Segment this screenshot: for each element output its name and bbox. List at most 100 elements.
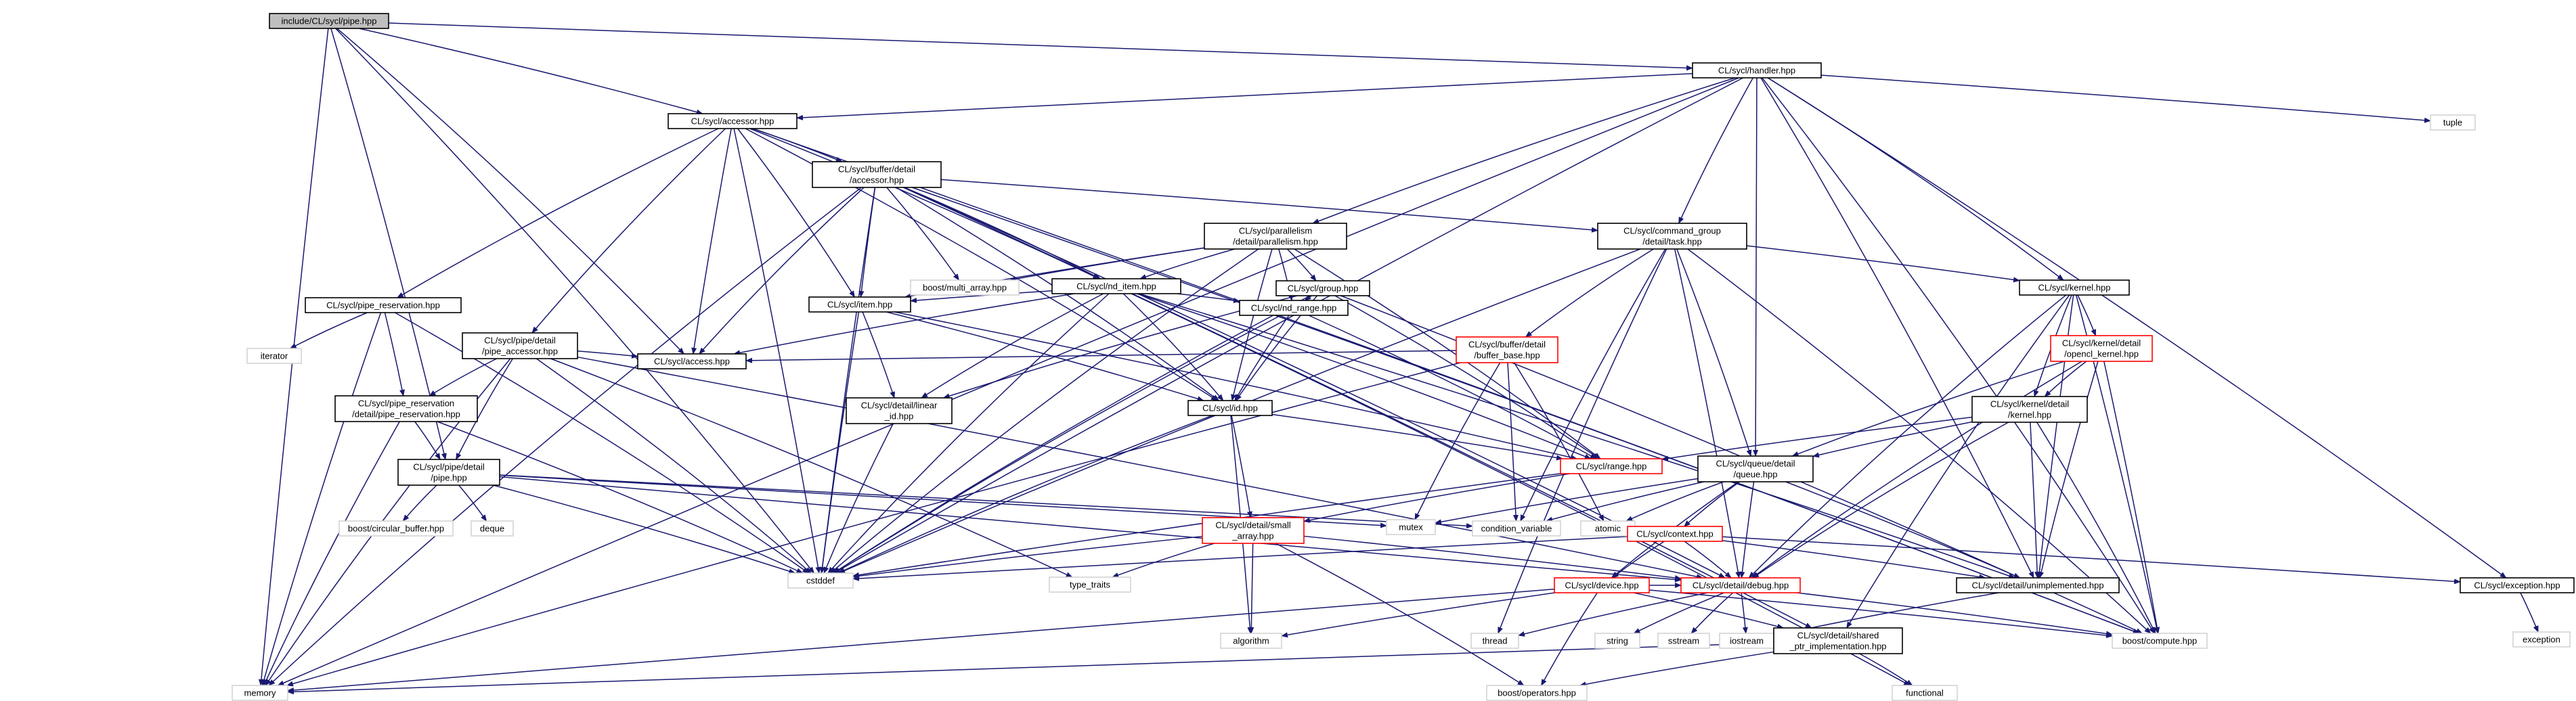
edge-device-to-boost_operators <box>1540 592 1598 686</box>
edge-group-to-unimplemented <box>1340 295 2021 579</box>
node-small_array[interactable]: CL/sycl/detail/small_array.hpp <box>1202 517 1305 544</box>
edge-buf_accessor-to-boost_compute <box>912 187 2140 634</box>
edge-queue_detail-to-atomic <box>1625 481 1724 522</box>
node-label-pipe_detail-line-0: CL/sycl/pipe/detail <box>413 462 485 472</box>
edge-id-to-cstddef <box>837 415 1213 574</box>
node-handler[interactable]: CL/sycl/handler.hpp <box>1692 62 1822 78</box>
edge-nd_item-to-item <box>910 290 1053 303</box>
edge-queue_detail-to-context <box>1683 481 1740 527</box>
edge-small_array-to-cstddef <box>852 535 1203 579</box>
edge-buffer_base-to-atomic <box>1514 362 1604 522</box>
edge-handler-to-boost_compute <box>1762 77 2155 634</box>
node-buf_accessor[interactable]: CL/sycl/buffer/detail/accessor.hpp <box>812 161 942 188</box>
node-label-range-line-0: CL/sycl/range.hpp <box>1576 461 1647 472</box>
node-kernel[interactable]: CL/sycl/kernel.hpp <box>2019 279 2130 296</box>
node-pipe_detail[interactable]: CL/sycl/pipe/detail/pipe.hpp <box>397 459 500 486</box>
node-queue_detail[interactable]: CL/sycl/queue/detail/queue.hpp <box>1697 455 1814 482</box>
node-box-pipe_reservation <box>305 297 462 313</box>
node-label-item-line-0: CL/sycl/item.hpp <box>827 300 892 310</box>
edge-kernel_detail-to-range <box>1661 416 1973 461</box>
edge-parallelism-to-range <box>1294 248 1601 459</box>
edge-queue_detail-to-condition_variable <box>1546 481 1704 522</box>
node-item[interactable]: CL/sycl/item.hpp <box>808 296 911 313</box>
edge-nd_range-to-cstddef <box>833 315 1282 574</box>
node-linear_id[interactable]: CL/sycl/detail/linear_id.hpp <box>846 397 953 424</box>
edge-pr_detail-to-memory <box>263 421 400 686</box>
node-sstream: sstream <box>1657 633 1710 649</box>
node-label-pr_detail-line-1: /detail/pipe_reservation.hpp <box>352 409 460 420</box>
edge-device-to-algorithm <box>1281 592 1555 638</box>
edge-debug-to-thread <box>1518 592 1708 637</box>
edge-small_array-to-type_traits <box>1112 543 1215 578</box>
node-box-type_traits <box>1049 576 1131 593</box>
node-parallelism[interactable]: CL/sycl/parallelism/detail/parallelism.h… <box>1204 223 1347 250</box>
node-cg_task[interactable]: CL/sycl/command_group/detail/task.hpp <box>1597 223 1747 250</box>
edge-parallelism-to-nd_item <box>1139 248 1235 279</box>
node-opencl_kernel[interactable]: CL/sycl/kernel/detail/opencl_kernel.hpp <box>2050 335 2153 362</box>
node-cstddef: cstddef <box>787 572 854 589</box>
node-type_traits: type_traits <box>1049 576 1131 593</box>
node-label-queue_detail-line-1: /queue.hpp <box>1733 470 1777 480</box>
edge-range-to-small_array <box>1303 473 1570 523</box>
node-label-condition_variable-line-0: condition_variable <box>1481 524 1552 534</box>
node-box-condition_variable <box>1472 520 1561 537</box>
node-box-item <box>808 296 911 313</box>
edge-opencl_kernel-to-boost_compute <box>2103 361 2160 634</box>
edge-queue_detail-to-boost_compute <box>1785 481 2143 634</box>
node-box-exception <box>2512 631 2571 648</box>
node-box-nd_range <box>1239 300 1349 316</box>
node-shared_ptr[interactable]: CL/sycl/detail/shared_ptr_implementation… <box>1773 627 1903 654</box>
node-label-buffer_base-line-0: CL/sycl/buffer/detail <box>1468 340 1546 350</box>
node-box-buf_accessor <box>812 161 942 188</box>
edge-pipe_accessor-to-pr_detail <box>429 358 498 397</box>
node-pipe_reservation[interactable]: CL/sycl/pipe_reservation.hpp <box>305 297 462 313</box>
node-context[interactable]: CL/sycl/context.hpp <box>1627 526 1723 542</box>
node-debug[interactable]: CL/sycl/detail/debug.hpp <box>1680 577 1801 593</box>
edge-buf_accessor-to-multi_array <box>886 187 960 281</box>
edge-small_array-to-debug <box>1303 535 1682 581</box>
node-label-linear_id-line-1: _id.hpp <box>884 411 914 422</box>
node-label-algorithm-line-0: algorithm <box>1233 636 1269 646</box>
node-range[interactable]: CL/sycl/range.hpp <box>1560 458 1663 474</box>
node-buffer_base[interactable]: CL/sycl/buffer/detail/buffer_base.hpp <box>1456 336 1558 363</box>
node-nd_range[interactable]: CL/sycl/nd_range.hpp <box>1239 300 1349 316</box>
edge-item-to-linear_id <box>862 311 895 399</box>
node-kernel_detail[interactable]: CL/sycl/kernel/detail/kernel.hpp <box>1971 396 2088 423</box>
node-box-kernel <box>2019 279 2130 296</box>
node-pipe_hpp[interactable]: include/CL/sycl/pipe.hpp <box>269 13 389 29</box>
node-access[interactable]: CL/sycl/access.hpp <box>637 353 747 369</box>
node-exception_hpp[interactable]: CL/sycl/exception.hpp <box>2460 577 2575 593</box>
edge-parallelism-to-group <box>1286 248 1317 281</box>
edge-opencl_kernel-to-unimplemented <box>2038 361 2099 579</box>
node-box-pr_detail <box>334 395 478 422</box>
node-label-kernel_detail-line-0: CL/sycl/kernel/detail <box>1990 399 2069 409</box>
node-id[interactable]: CL/sycl/id.hpp <box>1187 400 1273 416</box>
node-pr_detail[interactable]: CL/sycl/pipe_reservation/detail/pipe_res… <box>334 395 478 422</box>
node-pipe_accessor[interactable]: CL/sycl/pipe/detail/pipe_accessor.hpp <box>462 332 578 359</box>
node-label-buf_accessor-line-0: CL/sycl/buffer/detail <box>838 164 915 175</box>
node-memory: memory <box>232 685 288 701</box>
node-label-boost_operators-line-0: boost/operators.hpp <box>1498 688 1576 698</box>
edge-accessor-to-pipe_reservation <box>397 128 719 298</box>
node-label-opencl_kernel-line-0: CL/sycl/kernel/detail <box>2062 338 2141 348</box>
node-label-buffer_base-line-1: /buffer_base.hpp <box>1474 350 1540 361</box>
node-label-handler-line-0: CL/sycl/handler.hpp <box>1718 66 1795 76</box>
node-label-queue_detail-line-0: CL/sycl/queue/detail <box>1716 459 1795 469</box>
node-nd_item[interactable]: CL/sycl/nd_item.hpp <box>1051 278 1181 294</box>
node-device[interactable]: CL/sycl/device.hpp <box>1554 577 1650 593</box>
node-label-opencl_kernel-line-1: /opencl_kernel.hpp <box>2064 349 2139 359</box>
node-box-unimplemented <box>1956 577 2120 593</box>
node-accessor[interactable]: CL/sycl/accessor.hpp <box>668 113 798 129</box>
node-label-shared_ptr-line-1: _ptr_implementation.hpp <box>1789 641 1886 652</box>
node-box-string <box>1594 633 1640 649</box>
node-label-pipe_accessor-line-0: CL/sycl/pipe/detail <box>484 336 556 346</box>
node-label-thread-line-0: thread <box>1483 636 1508 646</box>
node-unimplemented[interactable]: CL/sycl/detail/unimplemented.hpp <box>1956 577 2120 593</box>
node-boost_operators: boost/operators.hpp <box>1486 685 1588 701</box>
node-label-kernel_detail-line-1: /kernel.hpp <box>2008 410 2051 420</box>
node-group[interactable]: CL/sycl/group.hpp <box>1275 280 1370 296</box>
node-label-shared_ptr-line-0: CL/sycl/detail/shared <box>1797 631 1879 641</box>
node-label-linear_id-line-0: CL/sycl/detail/linear <box>861 401 938 411</box>
edge-shared_ptr-to-boost_operators <box>1579 651 1774 687</box>
edge-exception_hpp-to-exception <box>2520 592 2539 633</box>
